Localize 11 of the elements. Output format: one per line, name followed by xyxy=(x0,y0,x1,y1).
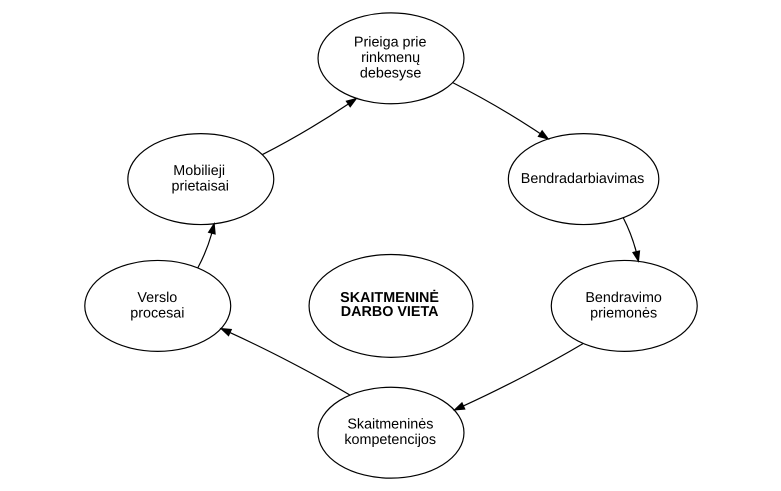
node-ellipse: Prieiga prie rinkmenų debesyse xyxy=(316,12,464,104)
arrow xyxy=(452,343,583,411)
node-ellipse: Mobilieji prietaisai xyxy=(126,133,274,226)
arrow xyxy=(219,328,350,396)
node-ellipse: SKAITMENINĖ DARBO VIETA xyxy=(308,254,474,358)
arrow xyxy=(196,222,216,268)
node-ellipse: Bendradarbiavimas xyxy=(507,133,659,226)
arrow xyxy=(622,218,640,263)
arrow xyxy=(262,98,358,156)
arrow xyxy=(452,82,550,140)
node-ellipse: Bendravimo priemonės xyxy=(550,260,698,352)
